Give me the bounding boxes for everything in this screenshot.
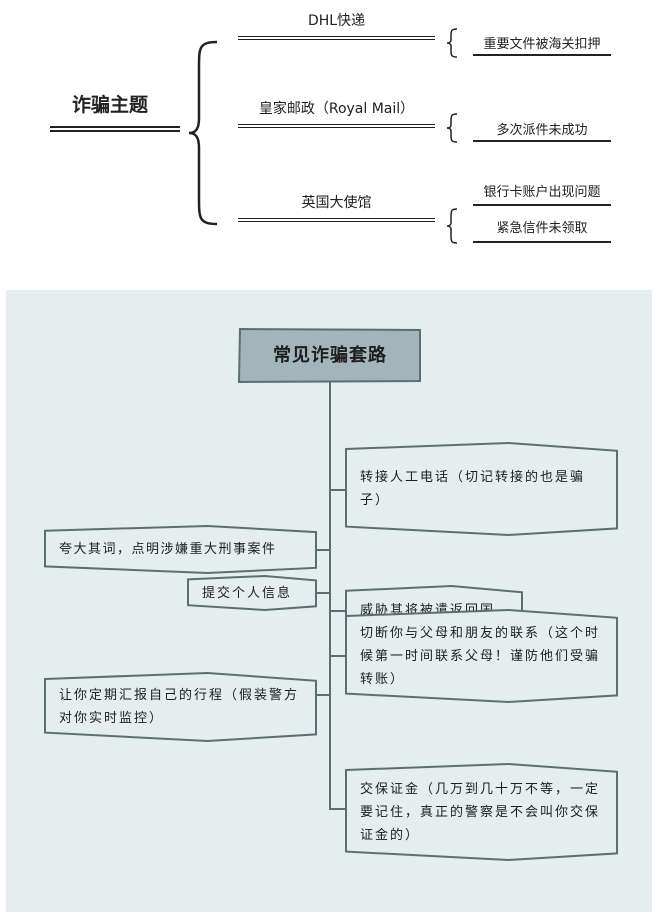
box-outline: [44, 524, 317, 575]
connector: [316, 694, 330, 696]
connector: [316, 549, 330, 551]
tactic-exaggerate-crime: 夸大其词，点明涉嫌重大刑事案件: [44, 524, 317, 575]
branch-label-dhl: DHL快递: [307, 13, 366, 29]
tactic-text: 转接人工电话（切记转接的也是骗子）: [360, 470, 586, 508]
branch-line-royal-mail: [238, 124, 435, 128]
tactic-text: 提交个人信息: [202, 585, 293, 601]
branch-label-royal-mail: 皇家邮政（Royal Mail）: [258, 101, 415, 117]
connector: [316, 592, 330, 594]
connector: [330, 610, 346, 612]
tree-title: 常见诈骗套路: [273, 344, 387, 366]
leaf-underline: [473, 241, 611, 243]
leaf-brace-embassy: [446, 208, 458, 244]
branch-line-embassy: [238, 218, 435, 222]
tactic-text: 让你定期汇报自己的行程（假装警方对你实时监控）: [59, 688, 300, 726]
box-outline: [237, 327, 421, 384]
leaf-delivery: 多次派件未成功: [496, 123, 588, 138]
leaf-brace-royal-mail: [446, 113, 458, 143]
tactic-transfer-call: 转接人工电话（切记转接的也是骗子）: [345, 441, 618, 537]
root-topic: 诈骗主题: [72, 94, 149, 116]
connector: [330, 489, 346, 491]
tactic-text: 夸大其词，点明涉嫌重大刑事案件: [59, 542, 277, 557]
tree-title-box: 常见诈骗套路: [237, 327, 421, 384]
tactic-bail-money: 交保证金（几万到几十万不等，一定要记住，真正的警察是不会叫你交保证金的）: [345, 762, 618, 862]
connector: [330, 808, 346, 810]
box-outline: [44, 671, 317, 743]
connector: [330, 655, 346, 657]
leaf-underline: [473, 140, 611, 142]
leaf-bank: 银行卡账户出现问题: [483, 185, 601, 200]
branch-line-dhl: [238, 36, 435, 40]
tactic-report-itinerary: 让你定期汇报自己的行程（假装警方对你实时监控）: [44, 671, 317, 743]
leaf-underline: [473, 54, 611, 56]
box-outline: [345, 762, 618, 862]
tactic-text: 切断你与父母和朋友的联系（这个时候第一时间联系父母！谨防他们受骗转账）: [360, 625, 601, 687]
main-brace: [188, 40, 218, 226]
leaf-underline: [473, 204, 611, 206]
box-outline: [187, 574, 317, 612]
tactic-text: 交保证金（几万到几十万不等，一定要记住，真正的警察是不会叫你交保证金的）: [360, 781, 601, 843]
branch-label-embassy: 英国大使馆: [301, 195, 372, 211]
tactic-personal-info: 提交个人信息: [187, 574, 317, 612]
leaf-customs: 重要文件被海关扣押: [483, 37, 601, 52]
box-outline: [345, 441, 618, 537]
leaf-letter: 紧急信件未领取: [496, 221, 588, 236]
box-outline: [345, 608, 618, 704]
tactic-isolate-family: 切断你与父母和朋友的联系（这个时候第一时间联系父母！谨防他们受骗转账）: [345, 608, 618, 704]
root-underline: [50, 126, 180, 132]
leaf-brace-dhl: [446, 28, 458, 58]
tree-trunk-line: [329, 382, 331, 810]
